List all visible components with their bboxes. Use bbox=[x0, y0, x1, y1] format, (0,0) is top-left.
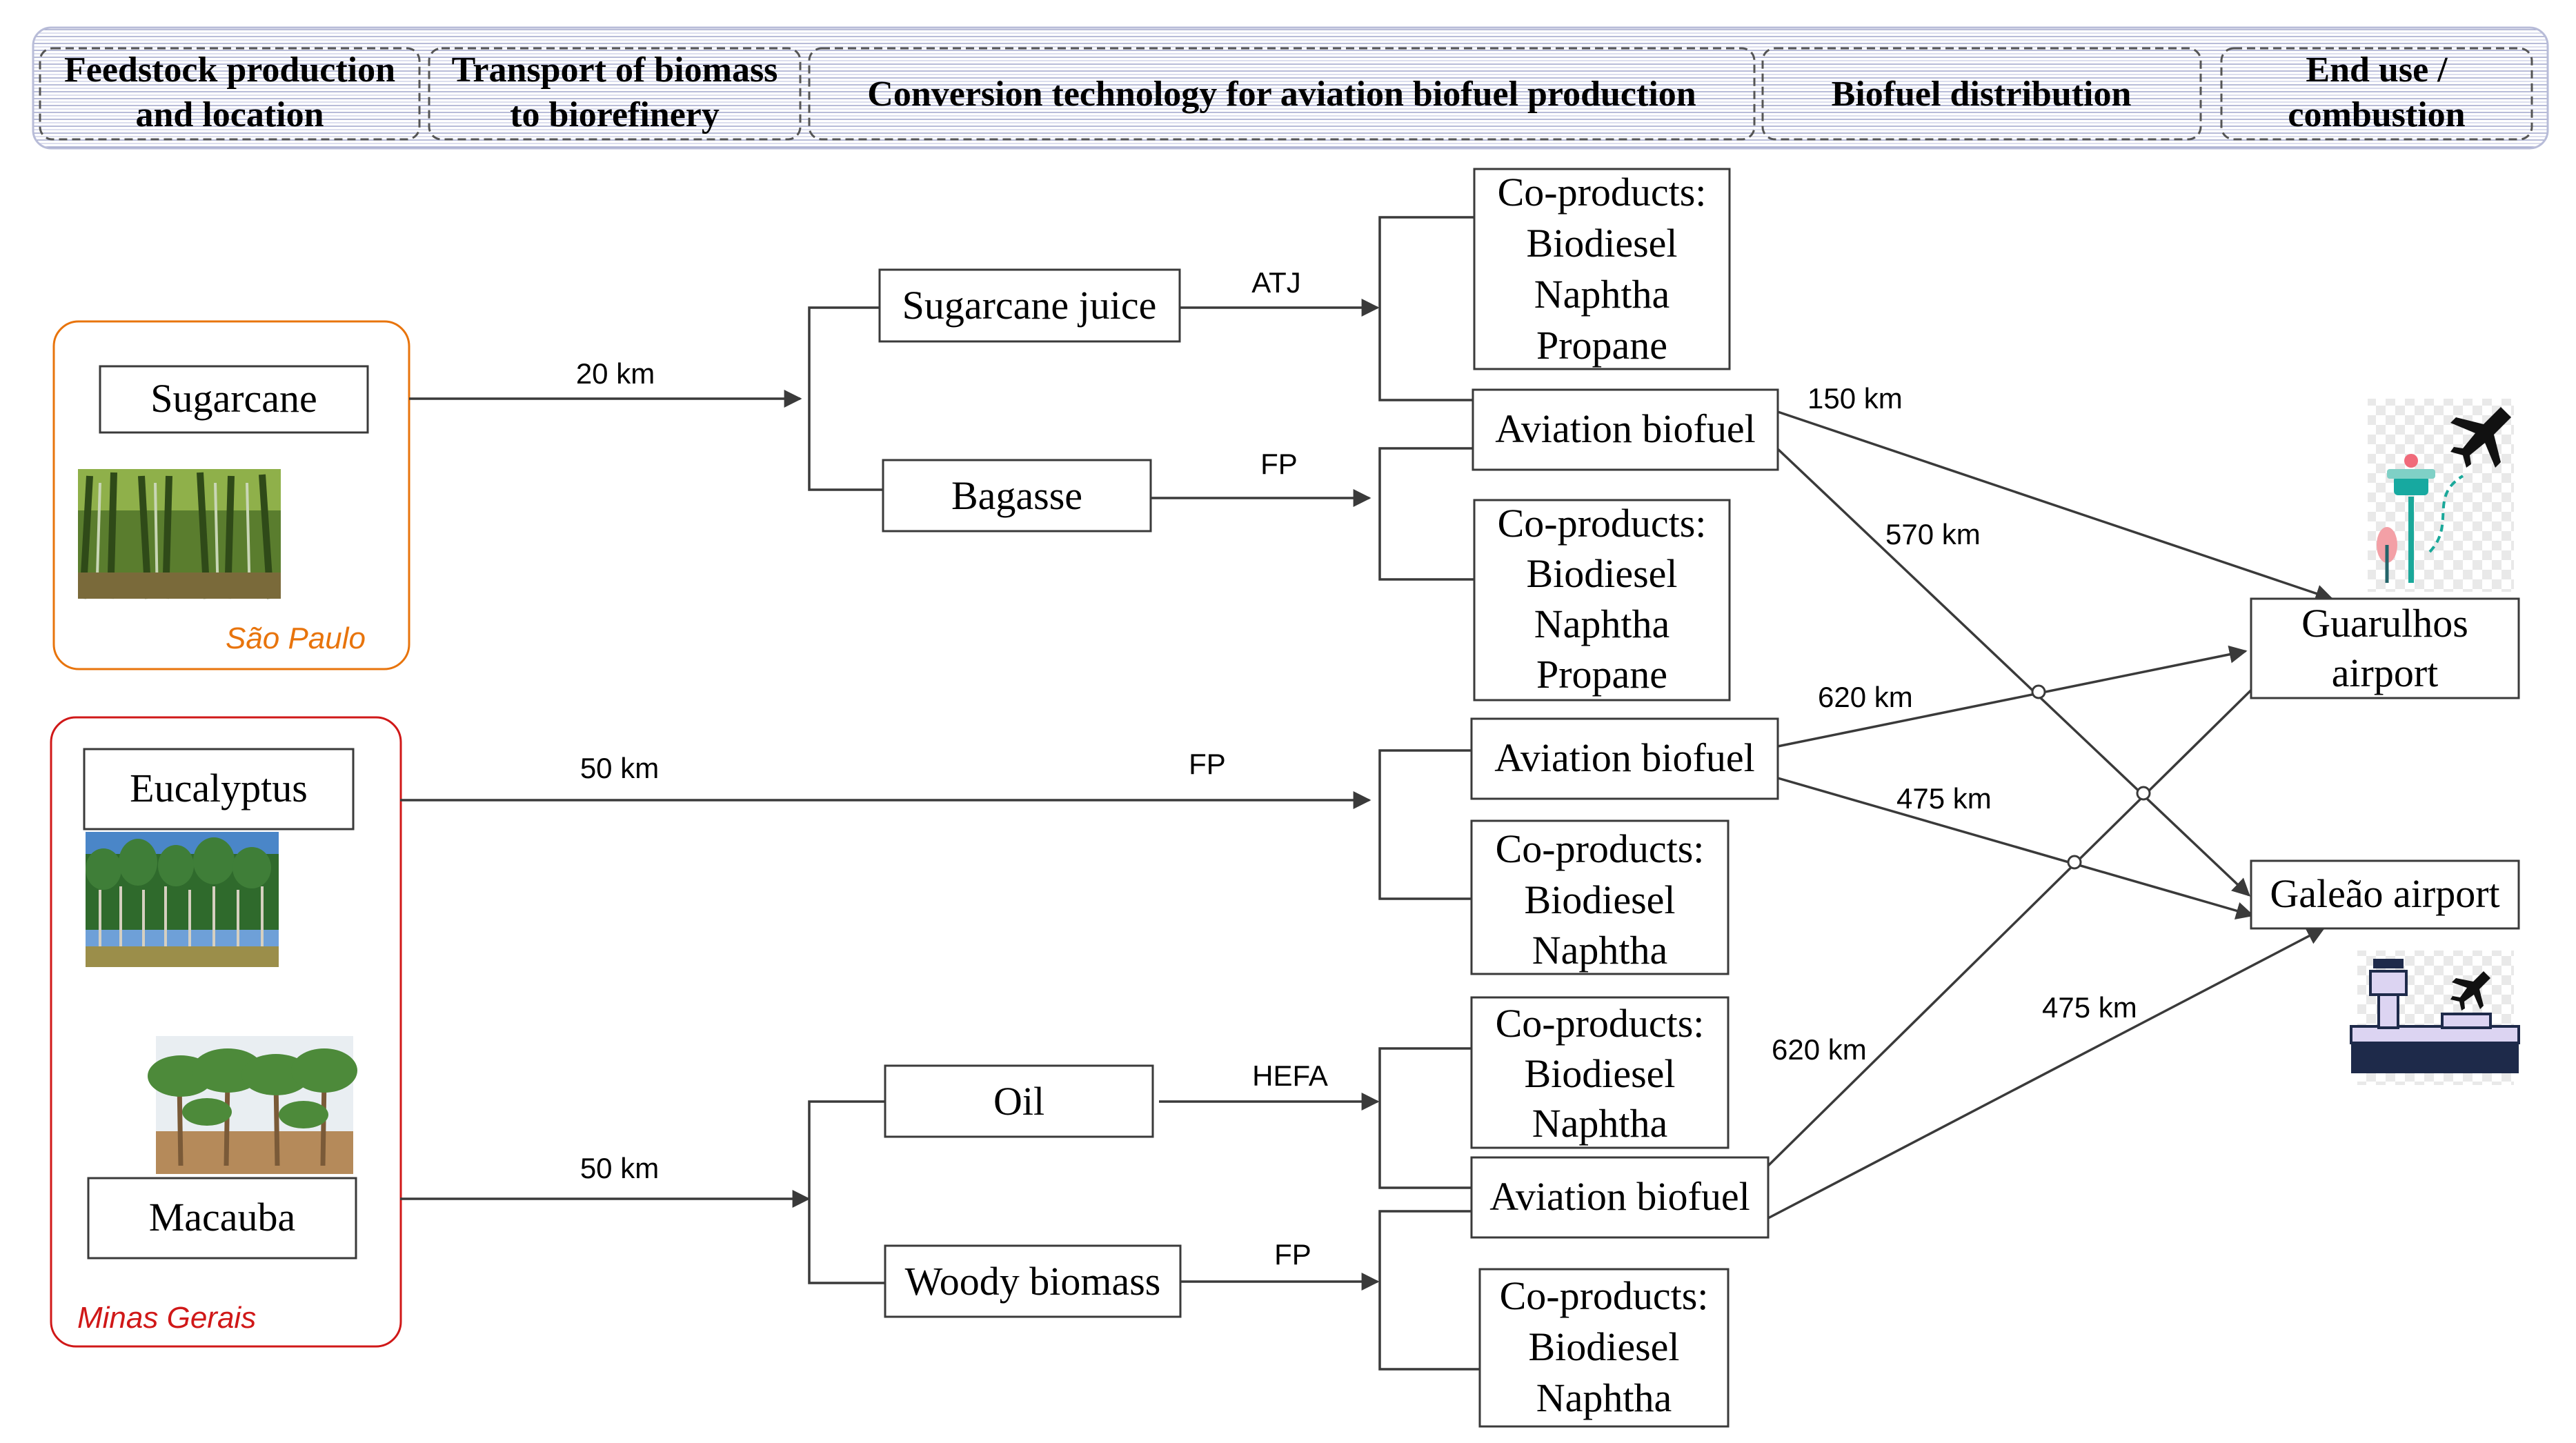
feedstock-eucalyptus-label: Eucalyptus bbox=[130, 766, 308, 810]
header-stage-transport-line2: to biorefinery bbox=[510, 95, 720, 135]
coproducts-label: Co-products: bbox=[1498, 170, 1707, 215]
aviation-biofuel-box-sugarcane: Aviation biofuel bbox=[1472, 388, 1779, 471]
intermediate-oil-label: Oil bbox=[993, 1079, 1044, 1124]
distribution-distance-macauba-guarulhos: 620 km bbox=[1772, 1033, 1867, 1066]
airport-guarulhos-line1: Guarulhos bbox=[2301, 601, 2468, 646]
bracket-products-woody bbox=[1378, 1210, 1480, 1371]
aviation-biofuel-label: Aviation biofuel bbox=[1494, 735, 1754, 780]
coproducts-biodiesel: Biodiesel bbox=[1524, 1051, 1675, 1096]
transport-distance-eucalyptus: 50 km bbox=[580, 752, 659, 784]
header-stage-enduse: End use / combustion bbox=[2220, 47, 2533, 141]
header-stage-transport-line1: Transport of biomass bbox=[452, 50, 778, 90]
airport-galeao-label: Galeão airport bbox=[2270, 871, 2499, 916]
distribution-arrow-macauba-galeao bbox=[1767, 927, 2326, 1220]
distribution-arrow-eucalyptus-galeao bbox=[1777, 777, 2255, 919]
region-sao-paulo-label: São Paulo bbox=[226, 621, 366, 655]
coproducts-box-sugarcane-juice: Co-products: Biodiesel Naphtha Propane bbox=[1473, 168, 1731, 370]
aviation-biofuel-label: Aviation biofuel bbox=[1489, 1174, 1750, 1219]
region-minas-gerais: Minas Gerais bbox=[50, 716, 402, 1348]
coproducts-box-bagasse: Co-products: Biodiesel Naphtha Propane bbox=[1473, 499, 1731, 701]
distribution-distance-macauba-galeao: 475 km bbox=[2042, 991, 2137, 1024]
distribution-arrow-eucalyptus-guarulhos bbox=[1777, 645, 2248, 748]
aviation-biofuel-label: Aviation biofuel bbox=[1495, 406, 1755, 451]
tech-label-atj: ATJ bbox=[1251, 266, 1301, 299]
feedstock-sugarcane-label: Sugarcane bbox=[150, 376, 317, 421]
macauba-palm-photo bbox=[148, 1036, 357, 1174]
line-crossing-hops bbox=[2031, 684, 2151, 870]
feedstock-sugarcane-box: Sugarcane bbox=[99, 365, 369, 434]
header-stage-feedstock: Feedstock production and location bbox=[39, 47, 421, 141]
bracket-products-oil bbox=[1378, 1047, 1472, 1189]
distribution-distance-eucalyptus-guarulhos: 620 km bbox=[1818, 681, 1913, 713]
distribution-distance-eucalyptus-galeao: 475 km bbox=[1896, 782, 1992, 815]
header-stage-distribution: Biofuel distribution bbox=[1761, 47, 2202, 141]
coproducts-naphtha: Naphtha bbox=[1536, 1375, 1672, 1420]
intermediate-sugarcane-juice-box: Sugarcane juice bbox=[878, 268, 1181, 343]
region-sao-paulo: São Paulo bbox=[52, 320, 410, 670]
tech-label-fp-woody: FP bbox=[1274, 1238, 1311, 1271]
transport-distance-macauba: 50 km bbox=[580, 1152, 659, 1184]
coproducts-label: Co-products: bbox=[1496, 1001, 1705, 1046]
distribution-arrow-sugarcane-guarulhos bbox=[1777, 410, 2334, 602]
coproducts-box-oil: Co-products: Biodiesel Naphtha bbox=[1470, 996, 1730, 1149]
intermediate-woody-biomass-label: Woody biomass bbox=[905, 1259, 1161, 1304]
header-stage-feedstock-line2: and location bbox=[135, 95, 324, 135]
bracket-sugarcane-split bbox=[808, 306, 883, 491]
coproducts-naphtha: Naphtha bbox=[1534, 272, 1670, 317]
sugarcane-field-photo bbox=[78, 469, 281, 599]
header-stage-conversion: Conversion technology for aviation biofu… bbox=[808, 47, 1756, 141]
feedstock-macauba-box: Macauba bbox=[87, 1177, 357, 1260]
eucalyptus-forest-photo bbox=[86, 832, 279, 967]
stage-header: Feedstock production and location Transp… bbox=[32, 26, 2549, 150]
tech-label-hefa: HEFA bbox=[1252, 1059, 1328, 1092]
bracket-products-bagasse bbox=[1378, 447, 1474, 581]
airport-terminal-airplane-icon bbox=[2350, 951, 2520, 1085]
coproducts-propane: Propane bbox=[1536, 323, 1667, 368]
region-minas-gerais-label: Minas Gerais bbox=[77, 1301, 256, 1335]
coproducts-naphtha: Naphtha bbox=[1532, 928, 1668, 973]
intermediate-woody-biomass-box: Woody biomass bbox=[884, 1244, 1182, 1318]
aviation-biofuel-box-macauba: Aviation biofuel bbox=[1470, 1156, 1770, 1239]
intermediate-bagasse-label: Bagasse bbox=[951, 473, 1082, 518]
header-stage-feedstock-line1: Feedstock production bbox=[64, 50, 395, 90]
airport-galeao-box: Galeão airport bbox=[2250, 859, 2520, 930]
distribution-distance-sugarcane-galeao: 570 km bbox=[1885, 518, 1981, 550]
tech-label-fp-bagasse: FP bbox=[1260, 448, 1298, 480]
intermediate-sugarcane-juice-label: Sugarcane juice bbox=[902, 283, 1157, 328]
transport-distance-sugarcane: 20 km bbox=[576, 357, 655, 390]
airport-guarulhos-line2: airport bbox=[2332, 650, 2439, 695]
header-stage-enduse-line2: combustion bbox=[2288, 95, 2465, 135]
coproducts-naphtha: Naphtha bbox=[1534, 601, 1670, 646]
intermediate-oil-box: Oil bbox=[884, 1064, 1154, 1138]
header-stage-enduse-line1: End use / bbox=[2306, 50, 2448, 90]
coproducts-naphtha: Naphtha bbox=[1532, 1101, 1668, 1146]
aviation-biofuel-box-eucalyptus: Aviation biofuel bbox=[1470, 717, 1779, 800]
intermediate-bagasse-box: Bagasse bbox=[882, 459, 1152, 533]
header-stage-conversion-line1: Conversion technology for aviation biofu… bbox=[867, 74, 1696, 114]
control-tower-airplane-icon bbox=[2368, 399, 2514, 592]
coproducts-biodiesel: Biodiesel bbox=[1524, 877, 1675, 922]
coproducts-biodiesel: Biodiesel bbox=[1526, 221, 1677, 266]
coproducts-box-eucalyptus: Co-products: Biodiesel Naphtha bbox=[1470, 819, 1730, 975]
airport-guarulhos-box: Guarulhos airport bbox=[2250, 597, 2520, 699]
coproducts-biodiesel: Biodiesel bbox=[1528, 1324, 1679, 1369]
header-stage-distribution-line1: Biofuel distribution bbox=[1832, 74, 2132, 114]
bracket-macauba-split bbox=[808, 1100, 885, 1284]
coproducts-label: Co-products: bbox=[1500, 1273, 1709, 1318]
distribution-arrow-macauba-guarulhos bbox=[1767, 669, 2272, 1167]
bracket-products-eucalyptus bbox=[1378, 749, 1473, 900]
coproducts-box-woody: Co-products: Biodiesel Naphtha bbox=[1478, 1268, 1730, 1428]
distribution-arrow-sugarcane-galeao bbox=[1776, 448, 2250, 897]
coproducts-label: Co-products: bbox=[1498, 501, 1707, 546]
tech-label-fp-eucalyptus: FP bbox=[1189, 748, 1226, 780]
bracket-products-sugarcane-juice bbox=[1378, 216, 1474, 401]
header-stage-transport: Transport of biomass to biorefinery bbox=[428, 47, 802, 141]
distribution-distance-sugarcane-guarulhos: 150 km bbox=[1807, 382, 1903, 415]
feedstock-eucalyptus-box: Eucalyptus bbox=[83, 748, 355, 830]
coproducts-biodiesel: Biodiesel bbox=[1526, 551, 1677, 596]
coproducts-propane: Propane bbox=[1536, 652, 1667, 697]
coproducts-label: Co-products: bbox=[1496, 826, 1705, 871]
feedstock-macauba-label: Macauba bbox=[149, 1195, 296, 1240]
